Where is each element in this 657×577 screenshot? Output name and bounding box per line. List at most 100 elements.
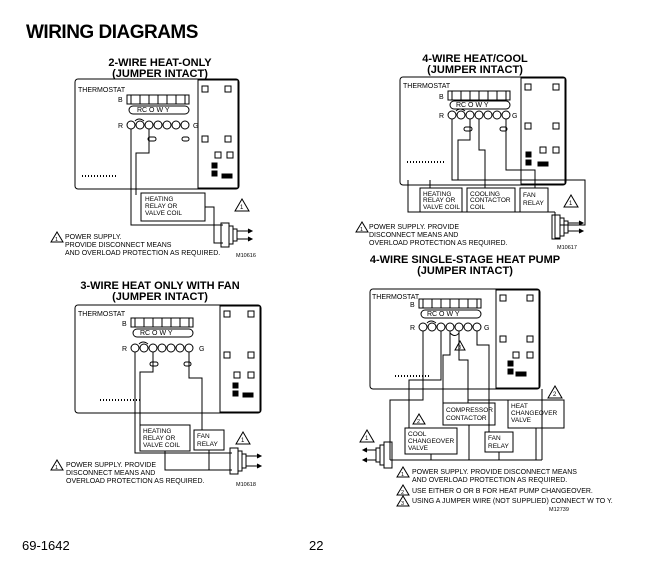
diagram1-note-line2: PROVIDE DISCONNECT MEANS — [65, 242, 172, 249]
thermostat-body — [74, 78, 240, 190]
diagram4-note1-line2: AND OVERLOAD PROTECTION AS REQUIRED. — [412, 477, 567, 484]
thermostat-body — [369, 288, 541, 390]
callout-1-triangle — [234, 198, 250, 212]
terminal-r-label: R — [439, 113, 444, 120]
fan-relay-box — [519, 187, 549, 213]
diagram2-code: M10617 — [557, 245, 577, 251]
thermostat-body — [74, 304, 262, 414]
page-number: 22 — [309, 538, 324, 553]
terminal-b-label: B — [122, 321, 127, 328]
terminal-designation-bar — [128, 105, 190, 115]
diagram3-note-line1: POWER SUPPLY. PROVIDE — [66, 462, 156, 469]
cool-valve-label-3: VALVE — [408, 445, 429, 452]
thermostat-label: THERMOSTAT — [78, 311, 126, 318]
jumper-w-y — [449, 332, 460, 336]
diagram1-title: 2-WIRE HEAT-ONLY (JUMPER INTACT) — [90, 58, 230, 80]
heating-relay-label-3: VALVE COIL — [423, 204, 460, 211]
thermostat-body — [399, 76, 567, 186]
transformer-4 — [361, 441, 393, 469]
note-3-number: 3 — [401, 501, 404, 507]
diagram1: THERMOSTAT B RC O W Y R G HEATING RELAY … — [50, 78, 256, 259]
fan-relay-label-1: FAN — [488, 435, 501, 442]
diagram4-title: 4-WIRE SINGLE-STAGE HEAT PUMP (JUMPER IN… — [365, 255, 565, 277]
note-1-triangle — [50, 231, 64, 243]
fan-relay-label-2: RELAY — [523, 200, 544, 207]
terminal-g-label: G — [512, 113, 517, 120]
diagram1-code: M10616 — [236, 253, 256, 259]
terminal-b-label: B — [410, 302, 415, 309]
callout-2-number: 2 — [553, 392, 557, 398]
wire-r — [451, 119, 586, 226]
diagram4-title-line2: (JUMPER INTACT) — [417, 265, 513, 277]
diagram2: THERMOSTAT B RC O W Y R G HEATING RELAY … — [355, 76, 586, 251]
wire-w-return — [205, 206, 223, 244]
callout-1-number: 1 — [240, 205, 244, 211]
heat-valve-label-1: HEAT — [511, 403, 528, 410]
wire-r — [130, 129, 223, 226]
wire-r — [389, 331, 424, 460]
heating-relay-label-2: RELAY OR — [423, 197, 456, 204]
diagram4-note3: USING A JUMPER WIRE (NOT SUPPLIED) CONNE… — [412, 498, 613, 505]
callout-1-number: 1 — [569, 201, 573, 207]
diagram4-code: M12739 — [549, 507, 569, 513]
terminal-screws — [418, 322, 482, 332]
diagram4-title-line1: 4-WIRE SINGLE-STAGE HEAT PUMP — [369, 254, 561, 266]
diagram1-title-line1: 2-WIRE HEAT-ONLY — [108, 57, 212, 69]
terminal-screws — [126, 120, 190, 130]
terminal-row-label: RC O W Y — [140, 330, 173, 337]
terminal-g-label: G — [199, 346, 204, 353]
diagram1-note-line1: POWER SUPPLY. — [65, 234, 122, 241]
wire-common — [407, 180, 555, 213]
compressor-label-2: CONTACTOR — [446, 415, 487, 422]
cooling-contactor-box — [466, 187, 516, 213]
heat-valve-label-2: CHANGEOVER — [511, 410, 558, 417]
terminal-r-label: R — [410, 325, 415, 332]
diagram4-note1-line1: POWER SUPPLY. PROVIDE DISCONNECT MEANS — [412, 469, 577, 476]
callout-1-number: 1 — [365, 436, 369, 442]
diagram3-title-line1: 3-WIRE HEAT ONLY WITH FAN — [80, 280, 240, 292]
transformer-1 — [220, 222, 254, 248]
note-1-number: 1 — [55, 237, 58, 243]
thermostat-subbase-panel — [197, 79, 239, 189]
diagram4: THERMOSTAT B RC O W Y R G 3 COMPRESSOR C… — [359, 288, 613, 513]
terminal-row-label: RC O W Y — [137, 107, 170, 114]
diagram3-title-line2: (JUMPER INTACT) — [112, 291, 208, 303]
callout-2-number: 2 — [417, 419, 420, 425]
terminal-row-label: RC O W Y — [427, 311, 460, 318]
diagram2-note-line1: POWER SUPPLY. PROVIDE — [369, 224, 459, 231]
compressor-label-1: COMPRESSOR — [446, 407, 493, 414]
heating-relay-label-2: RELAY OR — [145, 203, 178, 210]
cool-valve-label-2: CHANGEOVER — [408, 438, 455, 445]
diagram2-title: 4-WIRE HEAT/COOL (JUMPER INTACT) — [400, 54, 550, 76]
fan-relay-label-1: FAN — [523, 192, 536, 199]
fan-relay-label-2: RELAY — [197, 441, 218, 448]
heating-relay-label-1: HEATING — [143, 428, 171, 435]
diagram3-code: M10618 — [236, 482, 256, 488]
diagram2-title-line2: (JUMPER INTACT) — [427, 64, 523, 76]
cooling-contactor-label-2: CONTACTOR — [470, 197, 511, 204]
diagram3-note-line2: DISCONNECT MEANS AND — [66, 470, 155, 477]
wire-r — [134, 352, 232, 454]
thermostat-label: THERMOSTAT — [372, 294, 420, 301]
terminal-b-label: B — [439, 94, 444, 101]
diagram2-title-line1: 4-WIRE HEAT/COOL — [422, 53, 528, 65]
cooling-contactor-label-1: COOLING — [470, 191, 500, 198]
callout-1-number: 1 — [241, 438, 245, 444]
fan-relay-label-2: RELAY — [488, 443, 509, 450]
heating-relay-label-1: HEATING — [423, 191, 451, 198]
thermostat-label: THERMOSTAT — [78, 87, 126, 94]
transformer-3 — [229, 447, 263, 475]
diagram4-note2: USE EITHER O OR B FOR HEAT PUMP CHANGEOV… — [412, 488, 593, 495]
diagram3: THERMOSTAT B RC O W Y R G HEATING RELAY … — [50, 304, 263, 488]
note-1-number: 1 — [360, 227, 363, 233]
cool-valve-label-1: COOL — [408, 431, 427, 438]
heating-relay-label-1: HEATING — [145, 196, 173, 203]
diagram2-note-line2: DISCONNECT MEANS AND — [369, 232, 458, 239]
wire-w — [135, 129, 150, 195]
jumper — [134, 118, 145, 122]
diagram1-title-line2: (JUMPER INTACT) — [112, 68, 208, 80]
terminal-r-label: R — [122, 346, 127, 353]
heating-relay-box — [419, 187, 463, 213]
terminal-g-label: G — [193, 123, 198, 130]
